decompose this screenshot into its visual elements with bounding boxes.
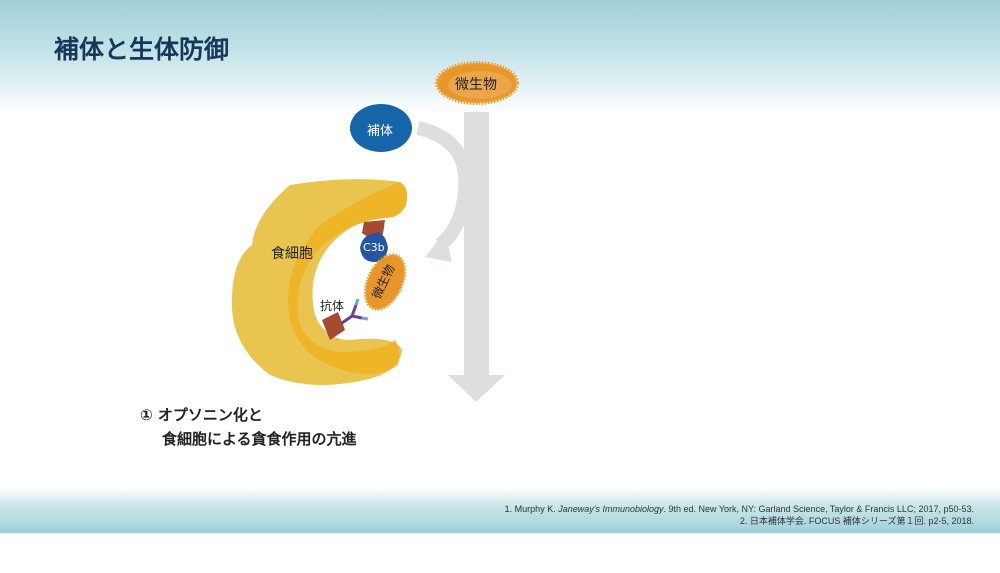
diagram	[231, 61, 519, 402]
reference-2: 2. 日本補体学会. FOCUS 補体シリーズ第１回. p2-5, 2018.	[739, 516, 974, 526]
page-title: 補体と生体防御	[54, 35, 230, 64]
down-arrow	[448, 112, 505, 402]
references: 1. Murphy K. Janeway's Immunobiology. 9t…	[505, 503, 974, 527]
reference-1: 1. Murphy K. Janeway's Immunobiology. 9t…	[505, 503, 974, 515]
ref1-title: Janeway's Immunobiology	[558, 504, 664, 514]
complement-label: 補体	[367, 124, 394, 139]
curved-arrow	[416, 121, 473, 262]
slide: 補体と生体防御 微生物 補体 食細胞 C3b 微生物 抗体 ① オプソニン化と …	[0, 0, 1000, 533]
ref1-details: . 9th ed. New York, NY: Garland Science,…	[663, 504, 974, 514]
fc-receptor	[322, 312, 345, 340]
footer-band	[0, 488, 1000, 533]
antibody-icon	[341, 298, 369, 325]
caption: ① オプソニン化と 食細胞による貪食作用の亢進	[140, 403, 357, 451]
antibody-label: 抗体	[320, 299, 345, 313]
complement-oval	[350, 104, 412, 152]
c3b-molecule	[360, 232, 388, 262]
microbe-top-label: 微生物	[455, 77, 497, 93]
phagocyte-label: 食細胞	[271, 246, 313, 262]
phagocyte-cell	[231, 179, 408, 385]
c3b-label: C3b	[363, 241, 385, 254]
caption-line-1: ① オプソニン化と	[140, 406, 263, 424]
caption-line-2: 食細胞による貪食作用の亢進	[162, 430, 357, 448]
ref1-authors: 1. Murphy K.	[504, 504, 559, 514]
bound-microbe	[363, 253, 407, 311]
